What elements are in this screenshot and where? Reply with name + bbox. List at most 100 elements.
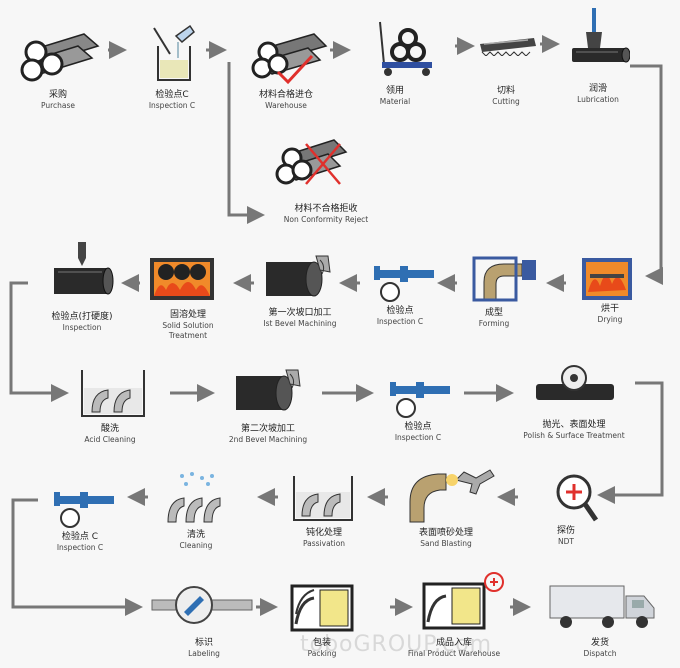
step-label-cn: 标识 bbox=[194, 638, 213, 648]
step-label-en: Drying bbox=[597, 315, 623, 324]
step-label-cn: 材料不合格拒收 bbox=[294, 204, 358, 214]
step-label-en: Lubrication bbox=[577, 95, 619, 104]
watermark: toboGROUP.com bbox=[300, 632, 493, 657]
arrow-inspection-labeling bbox=[11, 498, 143, 616]
step-label-cn: 领用 bbox=[385, 86, 404, 96]
step-label-cn: 检验点 bbox=[386, 306, 414, 316]
step-label-en: Solid Solution bbox=[162, 321, 214, 330]
step-acid: 酸洗 Acid Cleaning bbox=[50, 424, 170, 445]
step-label-cn: 清洗 bbox=[186, 530, 205, 540]
crate-icon bbox=[290, 584, 354, 632]
pipe-reject-icon bbox=[275, 139, 348, 185]
step-label-cn: 探伤 bbox=[556, 526, 575, 536]
step-labeling: 标识 Labeling bbox=[144, 638, 264, 659]
step-label-cn: 检验点 C bbox=[61, 532, 99, 542]
step-dispatch: 发货 Dispatch bbox=[540, 638, 660, 659]
acid-tank-icon bbox=[81, 370, 145, 417]
magnifier-cross-icon bbox=[556, 474, 599, 522]
sand-blast-icon bbox=[409, 469, 495, 523]
step-label-en: Acid Cleaning bbox=[84, 435, 136, 444]
step-label-en: Inspection C bbox=[376, 317, 424, 326]
step-inspection-c4: 检验点 C Inspection C bbox=[20, 532, 140, 553]
crate-stamp-icon bbox=[422, 572, 504, 630]
step-material: 领用 Material bbox=[335, 86, 455, 107]
hand-truck-icon bbox=[379, 21, 432, 76]
step-label-en: Inspection C bbox=[56, 543, 104, 552]
step-label-en: Inspection C bbox=[394, 433, 442, 442]
step-label-en: Forming bbox=[478, 319, 510, 328]
step-hardness: 检验点(打硬度) Inspection bbox=[22, 312, 142, 333]
polish-roller-icon bbox=[536, 365, 614, 400]
step-inspection-c2: 检验点 Inspection C bbox=[340, 306, 460, 327]
step-label-en: Labeling bbox=[188, 649, 220, 658]
step-label-en: Inspection C bbox=[148, 101, 196, 110]
caliper-icon bbox=[54, 492, 114, 528]
elbow-forming-icon bbox=[472, 256, 536, 302]
step-label-en: Cutting bbox=[492, 97, 520, 106]
step-label-cn: 成品入库 bbox=[435, 638, 472, 648]
step-label-en: Sand Blasting bbox=[420, 539, 472, 548]
step-solution: 固溶处理 Solid Solution Treatment bbox=[128, 310, 248, 340]
step-reject: 材料不合格拒收 Non Conformity Reject bbox=[266, 204, 386, 225]
step-packing: 包装 Packing bbox=[262, 638, 382, 659]
brush-pipe-icon bbox=[572, 8, 630, 63]
step-label-en: Passivation bbox=[302, 539, 346, 548]
step-label-en: Warehouse bbox=[265, 101, 307, 110]
step-label-cn: 烘干 bbox=[600, 304, 619, 314]
arrow-polish-ndt bbox=[597, 381, 664, 504]
step-label-en: Inspection bbox=[62, 323, 102, 332]
step-label-en: Polish & Surface Treatment bbox=[523, 431, 625, 440]
step-label-en: Non Conformity Reject bbox=[283, 215, 369, 224]
step-label-cn: 第二次坡加工 bbox=[240, 424, 295, 434]
step-label-cn: 钝化处理 bbox=[305, 528, 342, 538]
step-label-en: Material bbox=[379, 97, 411, 106]
step-label-cn: 包装 bbox=[312, 638, 331, 648]
step-warehouse: 材料合格进仓 Warehouse bbox=[226, 90, 346, 111]
step-label-en: Final Product Warehouse bbox=[407, 649, 501, 658]
step-inspection-c1: 检验点C Inspection C bbox=[112, 90, 232, 111]
step-label-cn: 成型 bbox=[484, 308, 503, 318]
step-passivation: 钝化处理 Passivation bbox=[264, 528, 384, 549]
label-pipe-icon bbox=[151, 586, 253, 624]
step-label-cn: 发货 bbox=[590, 638, 609, 648]
passivation-tank-icon bbox=[293, 476, 353, 521]
water-spray-icon bbox=[167, 472, 221, 523]
step-final: 成品入库 Final Product Warehouse bbox=[394, 638, 514, 659]
step-label-cn: 采购 bbox=[48, 90, 67, 100]
truck-icon bbox=[549, 585, 655, 628]
pipe-bundle-icon bbox=[20, 33, 100, 82]
step-label-cn: 酸洗 bbox=[100, 424, 119, 434]
step-bevel1: 第一次坡口加工 Ist Bevel Machining bbox=[240, 308, 360, 329]
pipe-check-icon bbox=[251, 33, 328, 85]
step-label-cn: 表面喷砂处理 bbox=[418, 528, 473, 538]
step-label-en: Purchase bbox=[40, 101, 76, 110]
caliper-icon bbox=[374, 266, 434, 302]
caliper-icon bbox=[390, 382, 450, 418]
beaker-pour-icon bbox=[153, 24, 195, 81]
step-label-cn: 切料 bbox=[496, 86, 515, 96]
arrow-lubrication-drying bbox=[630, 64, 663, 285]
step-label-cn: 润滑 bbox=[588, 84, 607, 94]
step-label-en: Cleaning bbox=[179, 541, 213, 550]
step-purchase: 采购 Purchase bbox=[0, 90, 118, 111]
arrow-hardness-acid bbox=[9, 281, 69, 402]
step-cleaning: 清洗 Cleaning bbox=[136, 530, 256, 551]
step-inspection-c3: 检验点 Inspection C bbox=[358, 422, 478, 443]
step-label-cn: 检验点(打硬度) bbox=[51, 312, 113, 322]
step-ndt: 探伤 NDT bbox=[506, 526, 626, 547]
step-label-cn: 第一次坡口加工 bbox=[268, 308, 332, 318]
heat-treatment-icon bbox=[150, 258, 214, 300]
step-label-en: 2nd Bevel Machining bbox=[228, 435, 308, 444]
step-forming: 成型 Forming bbox=[434, 308, 554, 329]
step-label-en: NDT bbox=[558, 537, 574, 546]
step-label-cn: 抛光、表面处理 bbox=[542, 420, 606, 430]
step-label-en-line2: Treatment bbox=[168, 331, 208, 340]
step-label-cn: 固溶处理 bbox=[169, 310, 206, 320]
arrow-reject-branch bbox=[227, 62, 265, 224]
step-lubrication: 润滑 Lubrication bbox=[538, 84, 658, 105]
step-label-cn: 材料合格进仓 bbox=[258, 90, 313, 100]
step-label-en: Dispatch bbox=[583, 649, 617, 658]
step-polish: 抛光、表面处理 Polish & Surface Treatment bbox=[514, 420, 634, 441]
hardness-test-icon bbox=[54, 242, 114, 295]
